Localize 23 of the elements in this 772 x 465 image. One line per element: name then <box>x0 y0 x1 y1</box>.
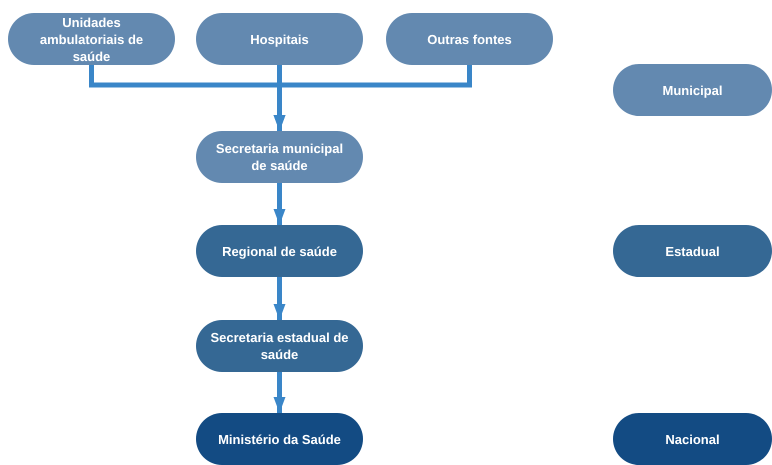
process-box <box>8 13 175 65</box>
process-box <box>613 64 772 116</box>
box-label: Secretaria municipal de saúde <box>214 140 344 174</box>
process-box <box>196 413 363 465</box>
arrow <box>274 277 286 320</box>
box-label: Estadual <box>665 242 720 260</box>
process-box <box>196 13 363 65</box>
box-label: Hospitais <box>250 30 309 48</box>
arrow <box>274 372 286 413</box>
arrow <box>274 183 286 225</box>
box-label: Nacional <box>665 430 720 448</box>
process-box <box>196 131 363 183</box>
box-label: Outras fontes <box>427 30 512 48</box>
process-box <box>196 225 363 277</box>
box-label: Unidades ambulatoriais de saúde <box>38 14 144 64</box>
process-box <box>386 13 553 65</box>
process-box <box>196 320 363 372</box>
box-label: Regional de saúde <box>222 242 337 260</box>
process-box <box>613 413 772 465</box>
process-box <box>613 225 772 277</box>
box-label: Ministério da Saúde <box>218 430 341 448</box>
box-label: Municipal <box>662 82 722 98</box>
box-label: Secretaria estadual de saúde <box>209 329 350 363</box>
